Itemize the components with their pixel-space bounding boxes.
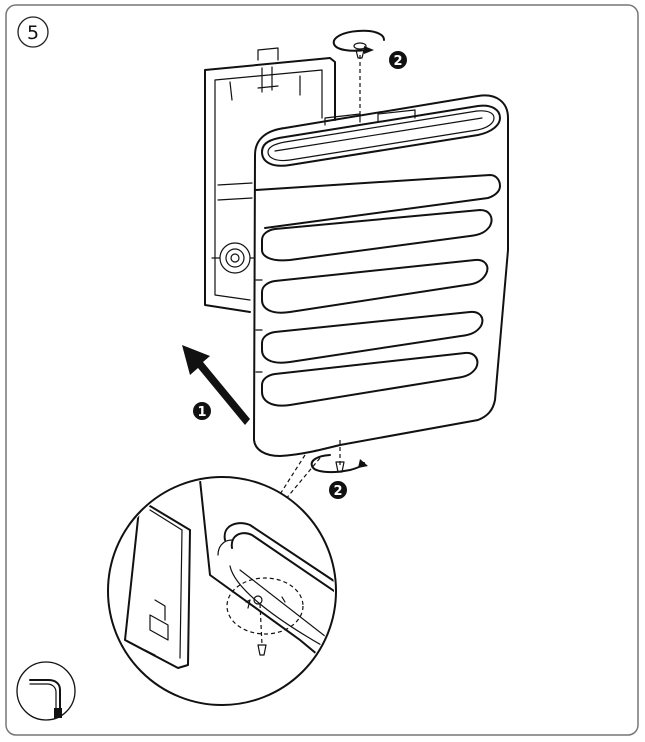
hex-key-icon [16,661,76,721]
step-number: 5 [27,22,39,44]
svg-text:2: 2 [333,484,342,499]
callout-2-bottom: 2 [329,481,347,499]
step-badge: 5 [17,16,49,48]
top-screw-assembly: 2 [332,29,407,118]
mounting-bracket [204,47,336,313]
callout-1: 1 [193,402,211,420]
bottom-screw-assembly: 2 [310,440,368,499]
svg-text:2: 2 [393,54,402,69]
lamp-body [253,94,509,457]
callout-2-top: 2 [389,51,407,69]
detail-magnifier [107,476,337,706]
push-arrow: 1 [182,345,250,425]
svg-text:1: 1 [197,405,206,420]
rotate-arrow-top [332,29,385,52]
